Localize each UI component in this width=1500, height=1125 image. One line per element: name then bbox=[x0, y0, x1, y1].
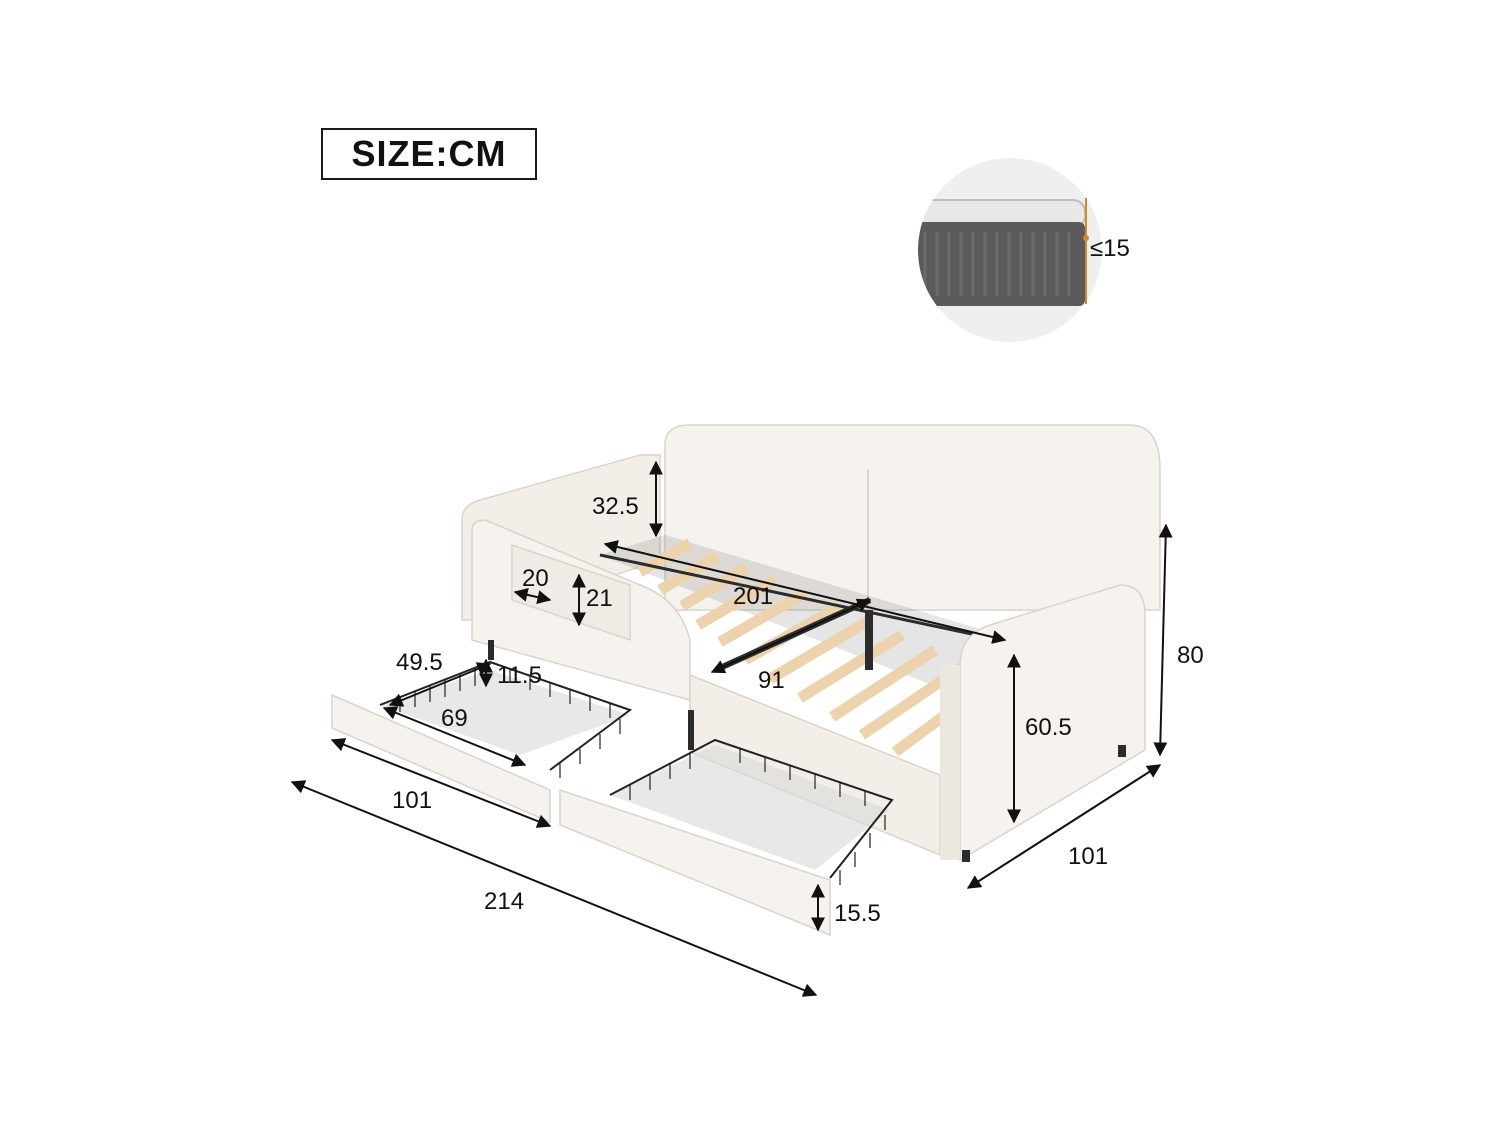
label-drawer-front-height: 15.5 bbox=[834, 900, 881, 927]
label-total-length: 214 bbox=[484, 888, 524, 915]
dimension-labels: 32.5 20 21 201 91 49.5 11.5 69 101 214 1… bbox=[392, 493, 1204, 927]
label-drawer-front-width: 101 bbox=[392, 787, 432, 814]
mattress-inset: ≤15 bbox=[918, 158, 1130, 342]
dim-line-pocket-width bbox=[513, 587, 552, 605]
size-unit-label: SIZE:CM bbox=[321, 128, 537, 180]
middle-leg bbox=[688, 710, 694, 750]
label-total-height: 80 bbox=[1177, 642, 1204, 669]
label-inner-width: 91 bbox=[758, 667, 785, 694]
label-pocket-width: 20 bbox=[522, 565, 549, 592]
center-leg bbox=[865, 610, 873, 670]
dim-line-drawer-depth bbox=[388, 662, 492, 707]
label-total-depth: 101 bbox=[1068, 843, 1108, 870]
mattress-thickness-value: ≤15 bbox=[1090, 235, 1130, 262]
dim-line-inner-length bbox=[603, 540, 1007, 644]
left-leg bbox=[488, 640, 494, 660]
label-backrest-height: 32.5 bbox=[592, 493, 639, 520]
front-right-leg bbox=[962, 850, 970, 862]
mattress-quilting bbox=[923, 232, 1071, 296]
back-right-leg bbox=[1118, 745, 1126, 757]
right-arm-edge bbox=[940, 665, 960, 860]
dimension-lines bbox=[290, 460, 1173, 997]
label-drawer-side: 11.5 bbox=[497, 662, 542, 689]
dim-line-total-depth bbox=[966, 764, 1162, 889]
drawer-right-basket-rim bbox=[609, 738, 894, 879]
label-basket-width: 69 bbox=[441, 705, 468, 732]
label-pocket-height: 21 bbox=[586, 585, 613, 612]
dim-line-total-height bbox=[1153, 523, 1173, 757]
label-drawer-depth: 49.5 bbox=[396, 649, 443, 676]
label-arm-height: 60.5 bbox=[1025, 714, 1072, 741]
thickness-dot bbox=[1083, 235, 1089, 241]
dim-line-total-length bbox=[290, 780, 818, 997]
dim-line-inner-width bbox=[710, 598, 872, 674]
label-inner-length: 201 bbox=[733, 583, 773, 610]
mattress-body bbox=[918, 222, 1085, 306]
